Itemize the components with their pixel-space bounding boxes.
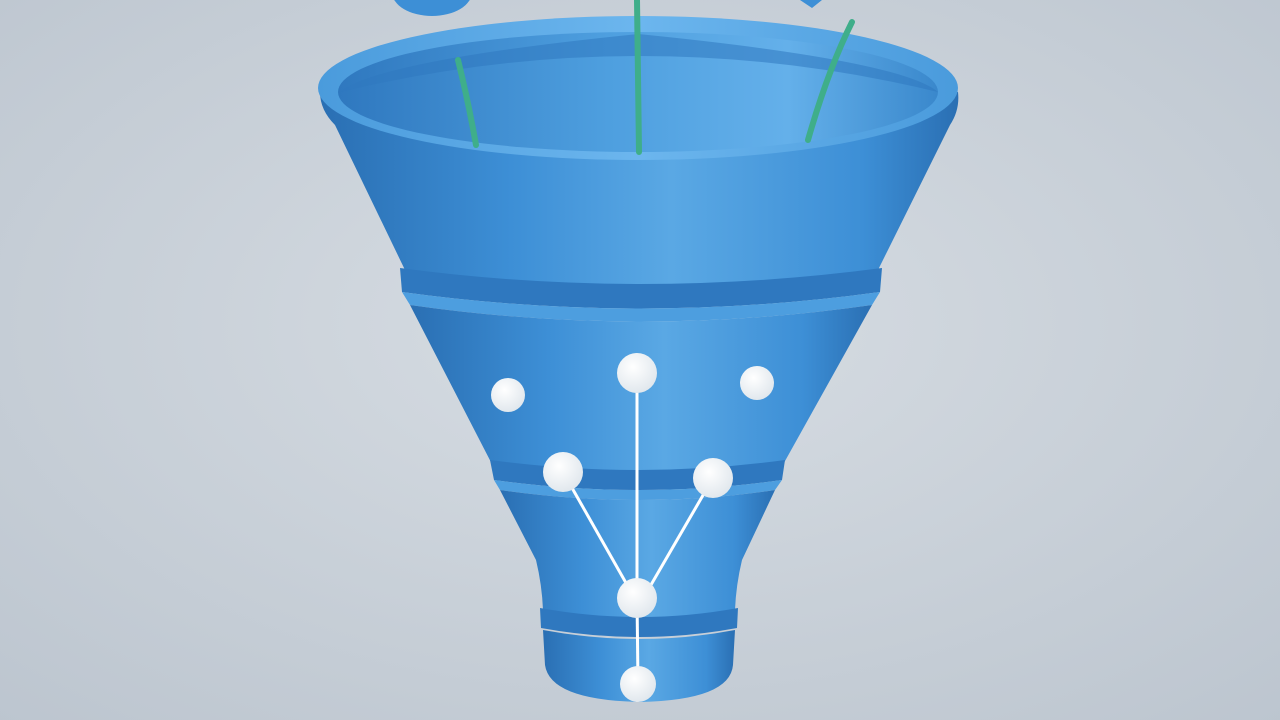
stream-right: [805, 19, 855, 143]
funnel-band-upper-highlight: [402, 292, 880, 322]
connector-line: [561, 471, 632, 591]
arrow-icon: [800, 0, 822, 8]
funnel-band-lower: [540, 608, 738, 637]
node-dot: [617, 353, 657, 393]
funnel-band-upper: [400, 268, 882, 309]
circle-icon: [394, 0, 470, 16]
node-dot: [620, 666, 656, 702]
connector-line: [646, 477, 715, 591]
node-dot: [543, 452, 583, 492]
node-dot: [740, 366, 774, 400]
nodes: [491, 353, 774, 702]
node-dot: [693, 458, 733, 498]
stream-left: [455, 57, 479, 148]
stream-center: [634, 0, 642, 155]
node-dot: [491, 378, 525, 412]
node-dot: [617, 578, 657, 618]
